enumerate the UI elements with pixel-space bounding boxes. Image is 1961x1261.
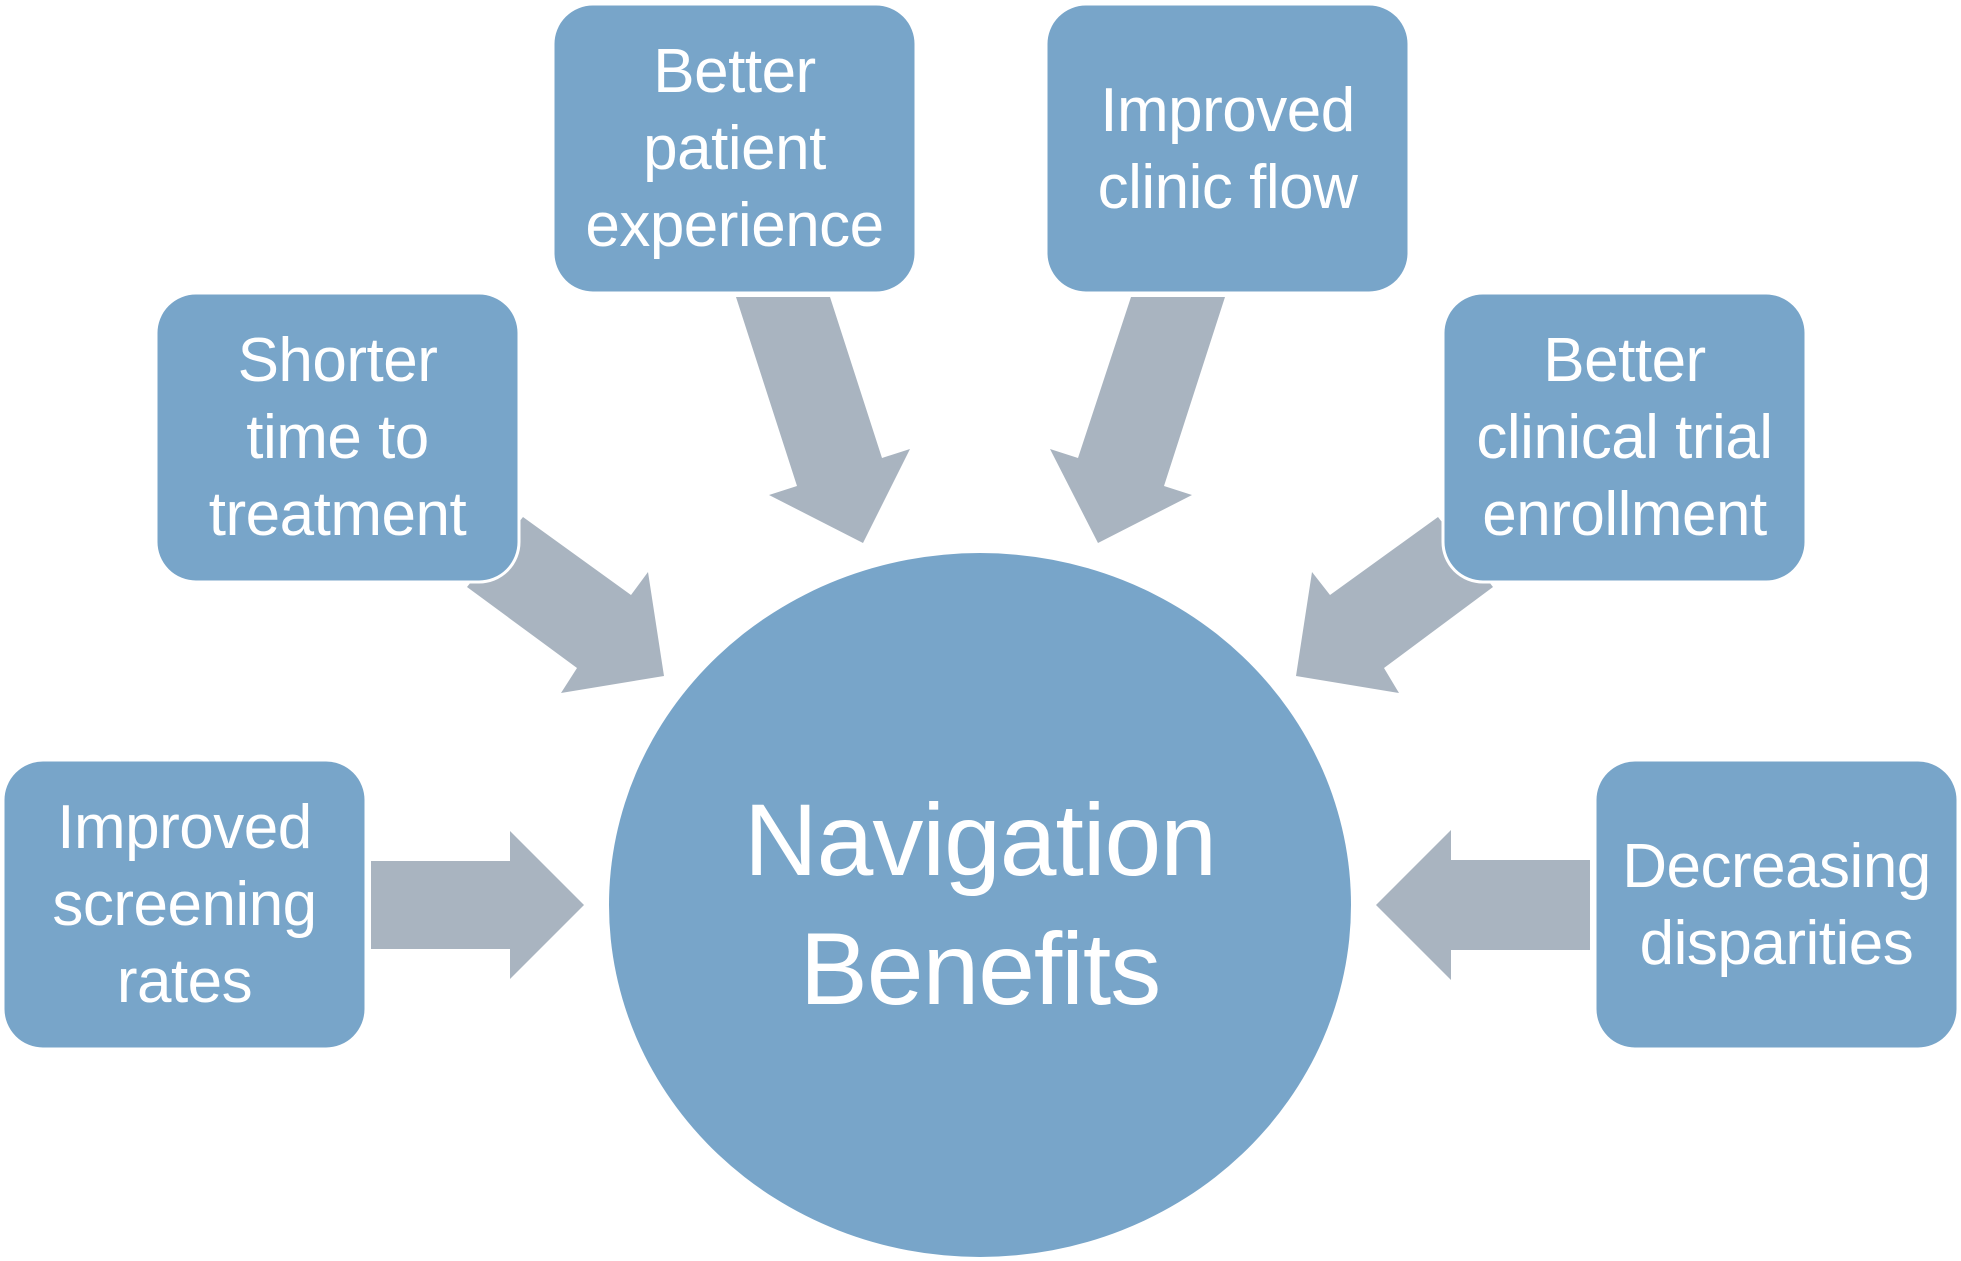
center-node-shape — [609, 553, 1351, 1257]
arrow-clinical-trial-to-center — [1296, 517, 1493, 693]
node-disparities-shape — [1593, 758, 1960, 1051]
node-screening-shape — [1, 758, 368, 1051]
arrow-screening-to-center — [371, 831, 584, 979]
arrow-patient-experience-to-center — [736, 297, 910, 543]
node-patient-experience-shape — [551, 2, 918, 295]
node-clinical-trial-shape — [1441, 291, 1808, 584]
arrow-clinic-flow-to-center — [1050, 297, 1225, 543]
node-time-to-treatment-shape — [154, 291, 521, 584]
arrow-time-to-treatment-to-center — [467, 517, 664, 693]
arrow-disparities-to-center — [1376, 830, 1590, 980]
node-clinic-flow-shape — [1044, 2, 1411, 295]
